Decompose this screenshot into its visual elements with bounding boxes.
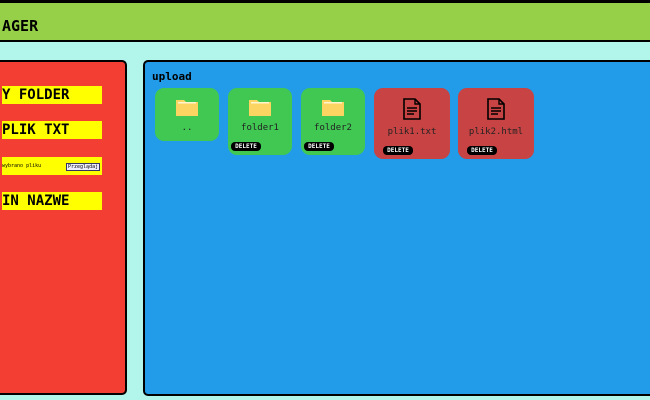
browse-button[interactable]: Przeglądaj: [66, 163, 101, 171]
item-name: folder1: [241, 123, 279, 133]
sidebar: Y FOLDER PLIK TXT wybrano pliku Przegląda…: [0, 60, 127, 395]
folder-icon: [155, 98, 219, 120]
file-upload-input[interactable]: wybrano pliku Przeglądaj: [2, 157, 102, 175]
folder-icon: [228, 98, 292, 120]
item-name: folder2: [314, 123, 352, 133]
file-input-status: wybrano pliku: [2, 163, 42, 169]
item-name: plik1.txt: [387, 127, 437, 137]
delete-button[interactable]: DELETE: [231, 142, 261, 151]
folder-tile[interactable]: ..: [155, 88, 219, 141]
delete-button[interactable]: DELETE: [383, 146, 413, 155]
new-file-button[interactable]: PLIK TXT: [2, 121, 102, 139]
new-folder-button[interactable]: Y FOLDER: [2, 86, 102, 104]
app-title: AGER: [2, 17, 39, 35]
delete-button[interactable]: DELETE: [304, 142, 334, 151]
file-icon: [458, 98, 534, 124]
file-icon: [374, 98, 450, 124]
item-name: ..: [181, 123, 193, 133]
current-path: upload: [152, 70, 192, 83]
item-name: plik2.html: [468, 127, 524, 137]
app-header: AGER: [0, 0, 650, 42]
folder-icon: [301, 98, 365, 120]
rename-button[interactable]: IN NAZWE: [2, 192, 102, 210]
delete-button[interactable]: DELETE: [467, 146, 497, 155]
